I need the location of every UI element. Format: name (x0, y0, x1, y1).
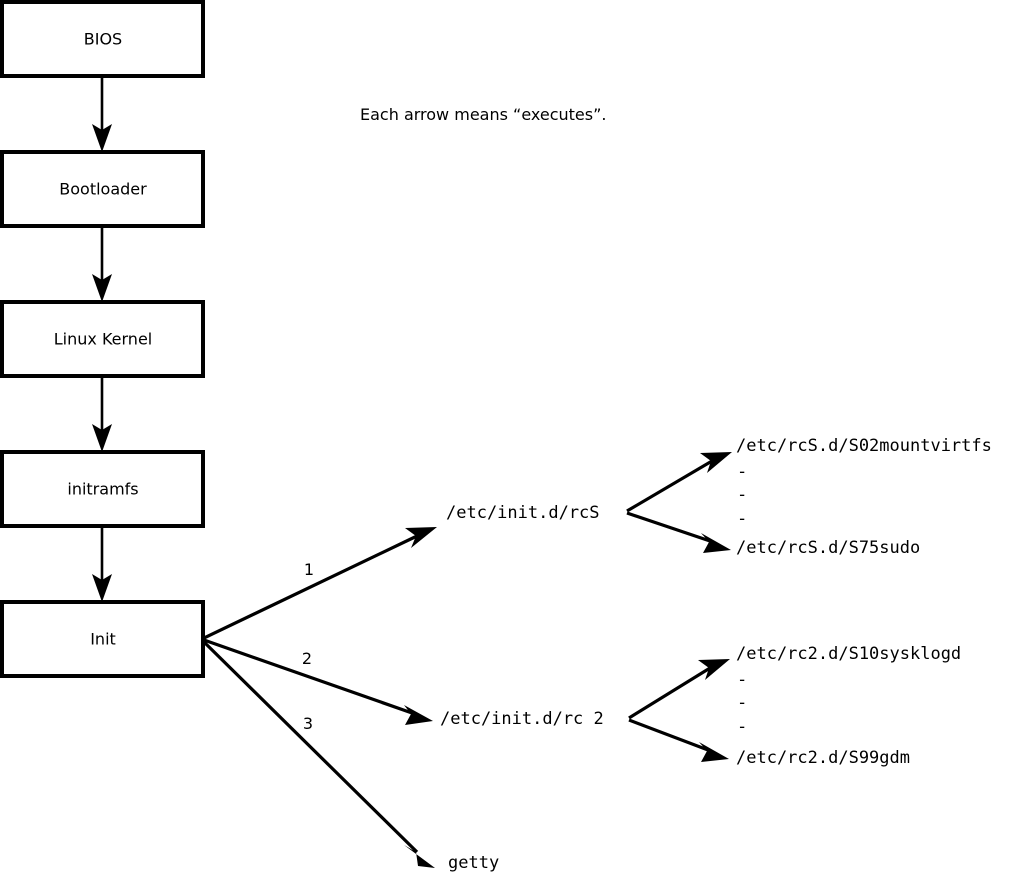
arrow-head-icon (404, 845, 435, 868)
box-outline-initramfs (0, 450, 205, 528)
edge-number-3: 3 (303, 714, 313, 733)
rc2-ellipsis-dash-2: - (737, 693, 747, 713)
edge-number-2: 2 (302, 649, 312, 668)
boot-stage-box-init[interactable]: Init (0, 600, 205, 678)
rc2-ellipsis-dash-3: - (737, 717, 747, 737)
diagram-caption: Each arrow means “executes”. (360, 105, 606, 124)
boot-stage-box-linux-kernel[interactable]: Linux Kernel (0, 300, 205, 378)
box-outline-init (0, 600, 205, 678)
arrow-rc2-to-first-script (628, 659, 730, 720)
boot-stage-box-initramfs[interactable]: initramfs (0, 450, 205, 528)
arrow-head-icon (92, 574, 112, 602)
rcs-script-last[interactable]: /etc/rcS.d/S75sudo (736, 538, 920, 558)
arrow-head-icon (92, 424, 112, 452)
arrow-initramfs-to-init (92, 526, 112, 602)
rcs-script-first[interactable]: /etc/rcS.d/S02mountvirtfs (736, 436, 992, 456)
arrow-init-to-getty (202, 640, 435, 868)
rcs-ellipsis-dash-1: - (737, 462, 747, 482)
arrow-head-icon (700, 452, 732, 473)
arrow-head-icon (405, 527, 437, 548)
arrow-rcs-to-first-script (626, 452, 732, 513)
arrow-kernel-to-initramfs (92, 376, 112, 452)
rcs-ellipsis-dash-2: - (737, 485, 747, 505)
rc2-ellipsis-dash-1: - (737, 670, 747, 690)
rcs-ellipsis-dash-3: - (737, 509, 747, 529)
arrow-head-icon (92, 124, 112, 152)
box-outline-bios (0, 0, 205, 78)
edge-number-1: 1 (304, 560, 314, 579)
box-label-bootloader: Bootloader (59, 180, 147, 199)
box-label-bios: BIOS (84, 30, 122, 49)
branch-target-getty[interactable]: getty (448, 853, 499, 873)
arrow-head-icon (404, 705, 433, 725)
box-label-linux-kernel: Linux Kernel (54, 330, 152, 349)
arrow-bootloader-to-kernel (92, 226, 112, 302)
boot-stage-box-bootloader[interactable]: Bootloader (0, 150, 205, 228)
arrow-head-icon (698, 659, 730, 680)
boot-stage-box-bios[interactable]: BIOS (0, 0, 205, 78)
arrow-head-icon (92, 274, 112, 302)
arrow-head-icon (699, 742, 729, 762)
box-label-initramfs: initramfs (67, 480, 138, 499)
arrow-rc2-to-last-script (628, 718, 729, 762)
rc2-script-first[interactable]: /etc/rc2.d/S10sysklogd (736, 644, 961, 664)
branch-target-rc2[interactable]: /etc/init.d/rc 2 (440, 709, 604, 729)
arrow-init-to-rcs (203, 527, 437, 640)
arrow-bios-to-bootloader (92, 76, 112, 152)
arrow-head-icon (701, 533, 731, 553)
arrow-init-to-rc2 (203, 638, 433, 725)
rc2-script-last[interactable]: /etc/rc2.d/S99gdm (736, 748, 910, 768)
box-label-init: Init (90, 630, 116, 649)
arrow-rcs-to-last-script (626, 511, 731, 553)
branch-target-rcs[interactable]: /etc/init.d/rcS (446, 503, 600, 523)
